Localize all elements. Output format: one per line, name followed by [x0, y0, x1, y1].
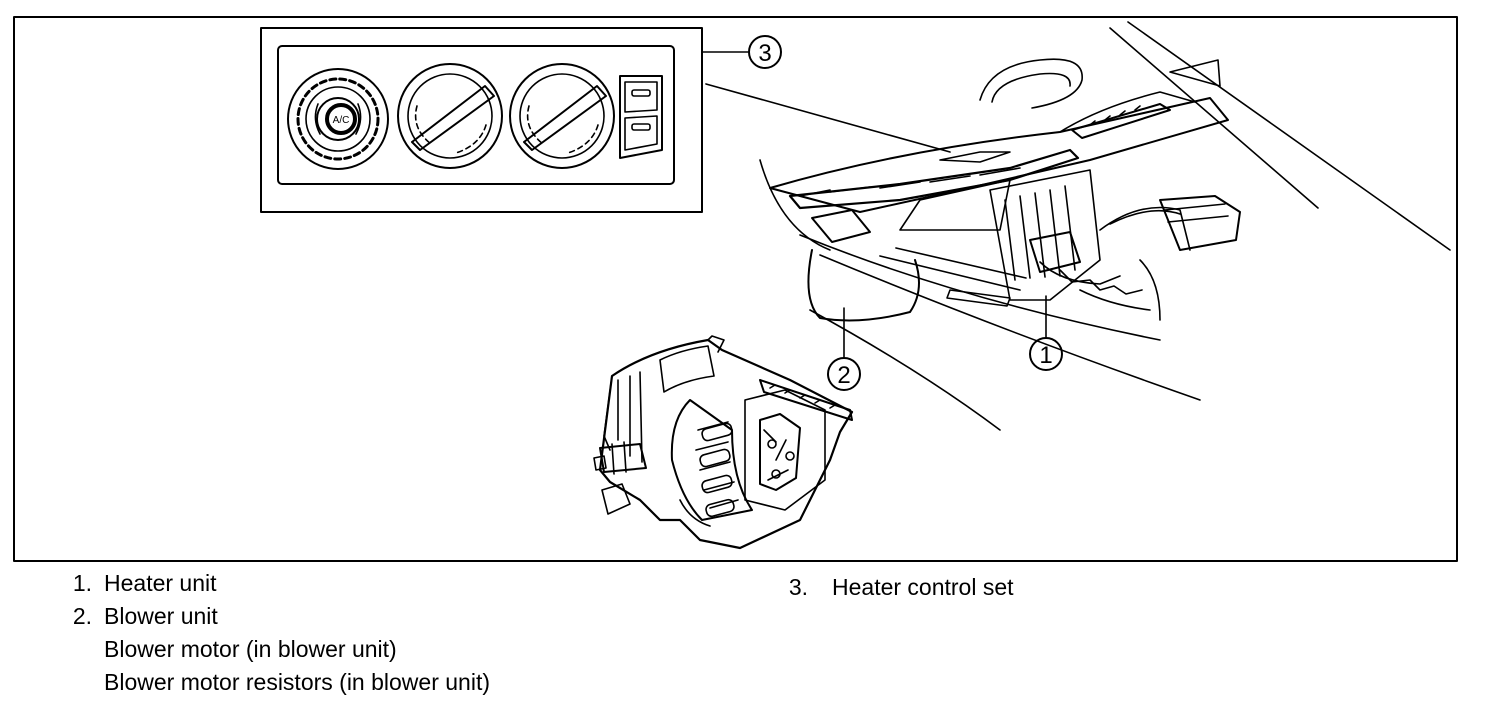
legend-item-3-text: Heater control set: [832, 574, 1014, 600]
inset-frame: [260, 27, 703, 213]
temperature-knob: [509, 63, 615, 169]
legend-item-2-text: Blower unit: [104, 603, 218, 629]
callout-1-number: 1: [1039, 342, 1052, 369]
legend-sub-item-1: Blower motor (in blower unit): [104, 633, 490, 666]
leader-line-3-dash: [705, 83, 951, 153]
figure-frame: [13, 16, 1458, 562]
mode-switch-block: [619, 75, 663, 159]
legend-sub-item-2: Blower motor resistors (in blower unit): [104, 666, 490, 699]
callout-2: 2: [827, 307, 861, 391]
ac-knob: A/C: [287, 68, 389, 170]
legend-sub-item-2-text: Blower motor resistors (in blower unit): [104, 669, 491, 695]
callout-1: 1: [1029, 295, 1063, 371]
legend-item-1: 1. Heater unit: [57, 567, 490, 600]
legend-left: 1. Heater unit 2. Blower unit Blower mot…: [57, 567, 490, 699]
blower-unit-illustration: [593, 335, 854, 550]
heater-control-set-inset: A/C: [260, 27, 703, 213]
callout-3-number: 3: [758, 40, 771, 67]
callout-3: 3: [748, 35, 782, 69]
callout-2-number: 2: [837, 362, 850, 389]
legend-right: 3. Heater control set: [780, 571, 1014, 604]
legend-sub-item-1-text: Blower motor (in blower unit): [104, 636, 397, 662]
fan-speed-knob: [397, 63, 503, 169]
legend-item-2-number: 2.: [72, 603, 92, 629]
legend-item-3: 3. Heater control set: [780, 571, 1014, 604]
control-panel-bezel: [277, 45, 675, 185]
legend-item-2: 2. Blower unit: [57, 600, 490, 633]
ac-button-label: A/C: [333, 115, 350, 126]
legend-item-1-number: 1.: [72, 570, 92, 596]
dashboard-illustration: [759, 21, 1451, 431]
legend-item-1-text: Heater unit: [104, 570, 217, 596]
legend-item-3-number: 3.: [788, 574, 808, 600]
